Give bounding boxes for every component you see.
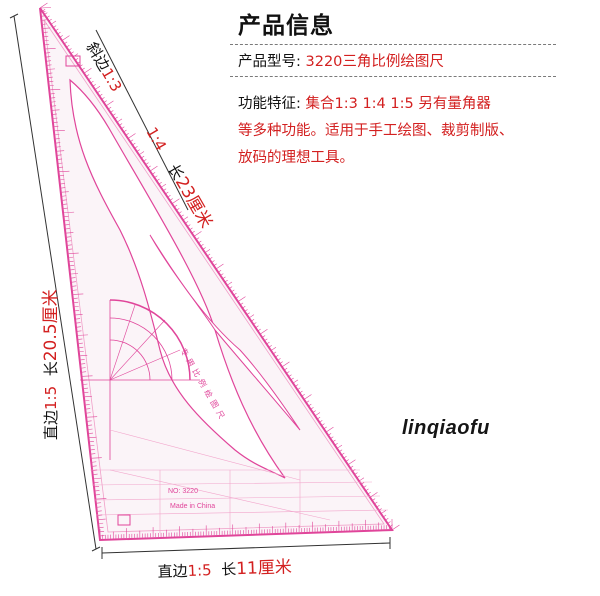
left-edge-label: 直边1:5 长20.5厘米 — [36, 289, 61, 440]
ruler-made-in: Made in China — [170, 503, 215, 510]
hyp-edge-scale — [39, 2, 400, 531]
bottom-dimension-line — [101, 542, 391, 554]
left-ratio: 1:5 — [42, 385, 60, 410]
left-prefix: 直边 — [42, 409, 60, 440]
watermark: linqiaofu — [402, 417, 490, 439]
bottom-ratio: 1:5 — [187, 561, 212, 580]
scale-marker — [65, 55, 81, 67]
ruler-model-no: NO: 3220 — [168, 488, 198, 495]
bottom-prefix: 直边 — [157, 561, 188, 581]
left-dimension-line — [13, 15, 97, 550]
left-length-prefix: 长 — [42, 361, 60, 377]
features-row: 功能特征: 集合1:3 1:4 1:5 另有量角器 — [238, 92, 491, 113]
model-label: 产品型号: — [238, 54, 301, 70]
page-title: 产品信息 — [238, 13, 334, 39]
features-line3: 放码的理想工具。 — [238, 150, 354, 166]
features-line1: 集合1:3 1:4 1:5 另有量角器 — [305, 96, 491, 112]
inner-cutout — [69, 78, 286, 479]
triangle-ruler-body — [39, 7, 394, 542]
scale-marker — [117, 514, 131, 526]
bottom-edge-label: 直边1:5 长11厘米 — [157, 552, 292, 582]
hyp-dimension-line — [95, 29, 189, 211]
left-edge-scale — [40, 7, 112, 541]
features-label: 功能特征: — [238, 96, 301, 112]
bottom-edge-scale — [99, 519, 393, 539]
model-value: 3220三角比例绘图尺 — [305, 54, 444, 70]
bottom-length-prefix: 长 — [220, 560, 237, 579]
left-length-value: 20.5厘米 — [41, 289, 61, 362]
features-line2: 等多种功能。适用于手工绘图、裁剪制版、 — [238, 123, 514, 139]
bottom-length-value: 11厘米 — [235, 557, 293, 580]
protractor-arc — [109, 299, 191, 381]
title-divider — [230, 44, 556, 45]
model-divider — [230, 76, 556, 77]
model-row: 产品型号: 3220三角比例绘图尺 — [238, 50, 444, 71]
